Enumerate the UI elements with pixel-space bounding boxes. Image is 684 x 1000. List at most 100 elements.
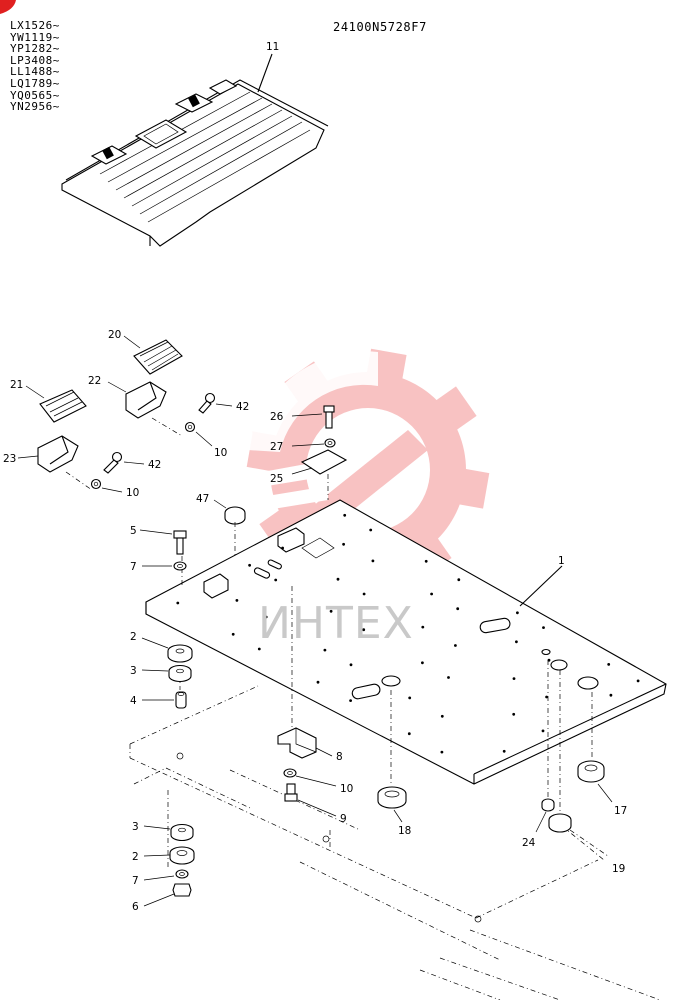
bolt-part-42-upper (198, 392, 233, 414)
cushion-part-3-lower (143, 823, 194, 842)
callout-10-upper: 10 (214, 447, 227, 459)
callout-1: 1 (558, 555, 565, 567)
serial-range: YW1119~ (10, 30, 60, 44)
plate-hole (440, 750, 444, 754)
serial-range: LX1526~ (10, 19, 60, 32)
callout-6: 6 (132, 901, 139, 913)
plate-hole (421, 661, 424, 665)
drawing-number: 24100N5728F7 (333, 20, 427, 34)
nut-part-6 (143, 883, 192, 907)
plate-hole (636, 679, 640, 683)
callout-2-lower: 2 (132, 851, 139, 863)
plate-hole (371, 559, 375, 563)
floor-plate-part-1 (145, 499, 667, 785)
plate-hole (516, 611, 519, 615)
plate-hole (336, 577, 340, 581)
plug-part-17 (577, 760, 613, 803)
plate-hole (349, 699, 352, 702)
plate-hole (512, 677, 516, 680)
callout-47: 47 (196, 493, 209, 505)
callout-42-lower: 42 (148, 459, 161, 471)
plug-part-19 (548, 813, 609, 857)
plate-hole (545, 695, 548, 699)
callout-9: 9 (340, 813, 347, 825)
pedal-bracket-part-22 (107, 381, 183, 437)
plug-part-18 (377, 786, 407, 823)
plate-hole (176, 601, 180, 605)
plate-hole (447, 676, 450, 679)
serial-range-list: LX1526~ YW1119~ YP1282~ LP3408~ LL1488~ … (10, 20, 60, 113)
bolt-part-26 (291, 405, 335, 429)
plate-hole (457, 578, 461, 582)
plate-hole (343, 513, 347, 517)
serial-range: YN2956~ (10, 100, 60, 114)
cushion-part-2-lower (143, 846, 195, 865)
plate-hole (541, 729, 545, 733)
serial-range: YP1282~ (10, 42, 60, 56)
bolt-part-5 (139, 529, 187, 555)
callout-27: 27 (270, 441, 283, 453)
callout-24: 24 (522, 837, 536, 849)
callout-20: 20 (108, 329, 121, 341)
serial-range: YQ0565~ (10, 88, 60, 102)
plate-hole (369, 528, 373, 532)
serial-range: LL1488~ (10, 65, 60, 79)
serial-range: LQ1789~ (10, 76, 60, 90)
bolt-part-9 (284, 783, 337, 817)
plate-hole (609, 693, 613, 697)
washer-part-7-upper (142, 561, 187, 571)
plate-hole (456, 607, 460, 611)
plate-part-25 (291, 449, 348, 500)
plate-hole (502, 749, 506, 753)
callout-3-upper: 3 (130, 665, 137, 677)
callout-23: 23 (3, 453, 16, 465)
plate-hole (342, 542, 345, 546)
plate-hole (421, 625, 425, 629)
callout-25: 25 (270, 473, 283, 485)
washer-part-10-lower (90, 478, 123, 493)
callout-3-lower: 3 (132, 821, 139, 833)
pedal-bracket-part-23 (17, 435, 93, 491)
plate-hole (316, 680, 320, 684)
callout-10-lower: 10 (126, 487, 139, 499)
plate-hole (281, 546, 284, 550)
corner-marker (0, 0, 16, 14)
pedal-pad-part-21 (25, 385, 87, 423)
plate-hole (248, 563, 252, 567)
callout-17: 17 (614, 805, 627, 817)
plate-hole (512, 712, 516, 716)
callout-11: 11 (266, 41, 279, 53)
bracket-part-8 (277, 727, 333, 759)
plate-hole (408, 696, 412, 700)
callout-7-lower: 7 (132, 875, 139, 887)
callout-7-upper: 7 (130, 561, 137, 573)
floor-mat-part-11 (61, 53, 329, 247)
washer-part-7-lower (143, 869, 189, 881)
collar-part-4 (142, 691, 187, 709)
plate-hole (274, 578, 278, 582)
callout-10-middle: 10 (340, 783, 353, 795)
serial-range: LP3408~ (10, 53, 60, 67)
plate-hole (407, 732, 411, 736)
plate-hole (454, 644, 457, 647)
pedal-pad-part-20 (123, 335, 183, 375)
plate-hole (424, 559, 428, 563)
plate-hole (257, 647, 261, 651)
plate-hole (542, 626, 545, 629)
plate-hole (235, 599, 239, 602)
plate-hole (430, 592, 433, 596)
plate-hole (329, 609, 333, 613)
washer-part-27 (291, 438, 336, 448)
plate-hole (440, 714, 444, 718)
washer-part-10-middle (283, 768, 337, 787)
plug-part-24 (535, 798, 555, 833)
plate-hole (349, 663, 353, 667)
callout-21: 21 (10, 379, 23, 391)
callout-18: 18 (398, 825, 411, 837)
callout-42-upper: 42 (236, 401, 249, 413)
plate-hole (607, 663, 611, 666)
callout-4: 4 (130, 695, 137, 707)
callout-2-upper: 2 (130, 631, 137, 643)
